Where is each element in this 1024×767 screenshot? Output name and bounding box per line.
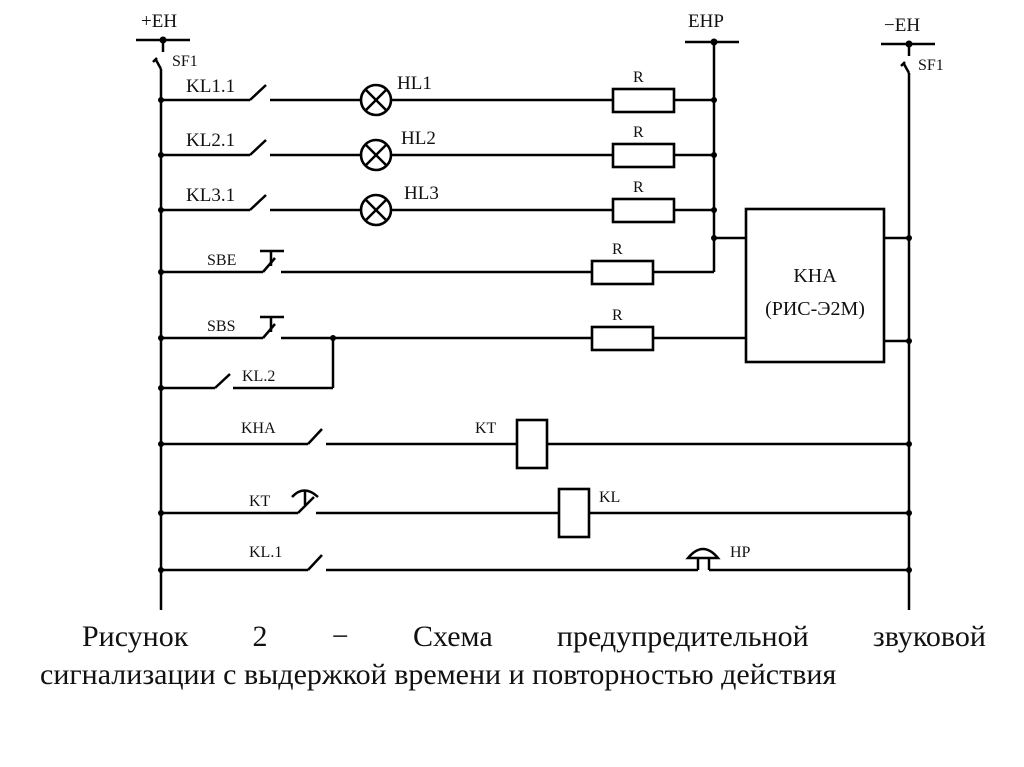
resistor-label: R [612,307,623,324]
resistor-icon [611,87,676,114]
resistor-icon [611,142,676,169]
horn-row: KL.1 HP [158,544,912,573]
sf1-left-label: SF1 [172,53,198,70]
horn-label: HP [730,544,751,561]
ehp-bus: EHP [685,11,739,272]
minus-bus: −EH SF1 [881,15,944,610]
lamp-row-2: KL2.1 HL2 R [158,124,717,172]
kl1-contact-label: KL.1 [249,544,282,561]
resistor-label: R [633,179,644,196]
lamp-icon [359,83,393,117]
caption-word: звуковой [872,620,986,653]
minus-bus-label: −EH [884,15,920,36]
pushbutton-icon [260,315,284,332]
sbs-label: SBS [207,318,235,335]
caption-word: − [331,620,349,653]
lamp-row-3: KL3.1 HL3 R [158,179,717,227]
contact-label: KL1.1 [186,76,235,97]
kl2-label: KL.2 [242,368,275,385]
lamp-icon [359,138,393,172]
kt-coil-label: KT [475,420,497,437]
sbs-row: SBS KL.2 R [158,307,746,391]
pushbutton-icon [260,249,284,266]
caption-line-2: сигнализации с выдержкой времени и повто… [40,658,837,691]
caption-line-1: Рисунок 2 − Схема предупредительной звук… [40,618,986,656]
kl-coil-label: KL [599,489,620,506]
kl-coil-row: KT KL [158,487,912,539]
resistor-icon [590,259,655,286]
ehp-bus-label: EHP [688,11,724,32]
caption-word: Рисунок [82,620,189,653]
time-delay-icon [291,489,319,505]
lamp-label: HL2 [401,128,436,149]
lamp-label: HL3 [404,183,439,204]
contact-label: KL3.1 [186,185,235,206]
coil-icon [557,487,591,539]
horn-icon [685,547,721,570]
lamp-row-1: KL1.1 HL1 R [158,69,717,117]
plus-bus-label: +EH [141,11,177,32]
kha-contact-label: KHA [241,420,276,437]
relay-model: (РИС-Э2М) [765,298,865,320]
sbe-row: SBE R [158,241,714,286]
relay-name: KHA [793,265,837,287]
figure-caption: Рисунок 2 − Схема предупредительной звук… [40,618,986,694]
circuit-schematic: +EH SF1 EHP −EH SF1 KL1.1 HL1 [136,11,944,610]
kt-coil-row: KHA KT [158,418,912,470]
resistor-icon [611,197,676,224]
caption-word: Схема [412,620,493,653]
sf1-right-label: SF1 [918,57,944,74]
caption-word: 2 [252,620,268,653]
kha-relay-block: KHA (РИС-Э2М) [744,207,912,364]
resistor-label: R [612,241,623,258]
resistor-icon [590,325,655,352]
kt-contact-label: KT [249,493,271,510]
coil-icon [515,418,549,470]
lamp-label: HL1 [397,73,432,94]
contact-label: KL2.1 [186,130,235,151]
resistor-label: R [633,124,644,141]
lamp-icon [359,193,393,227]
plus-bus: +EH [136,11,190,52]
caption-word: предупредительной [556,620,809,653]
sbe-label: SBE [207,252,236,269]
resistor-label: R [633,69,644,86]
